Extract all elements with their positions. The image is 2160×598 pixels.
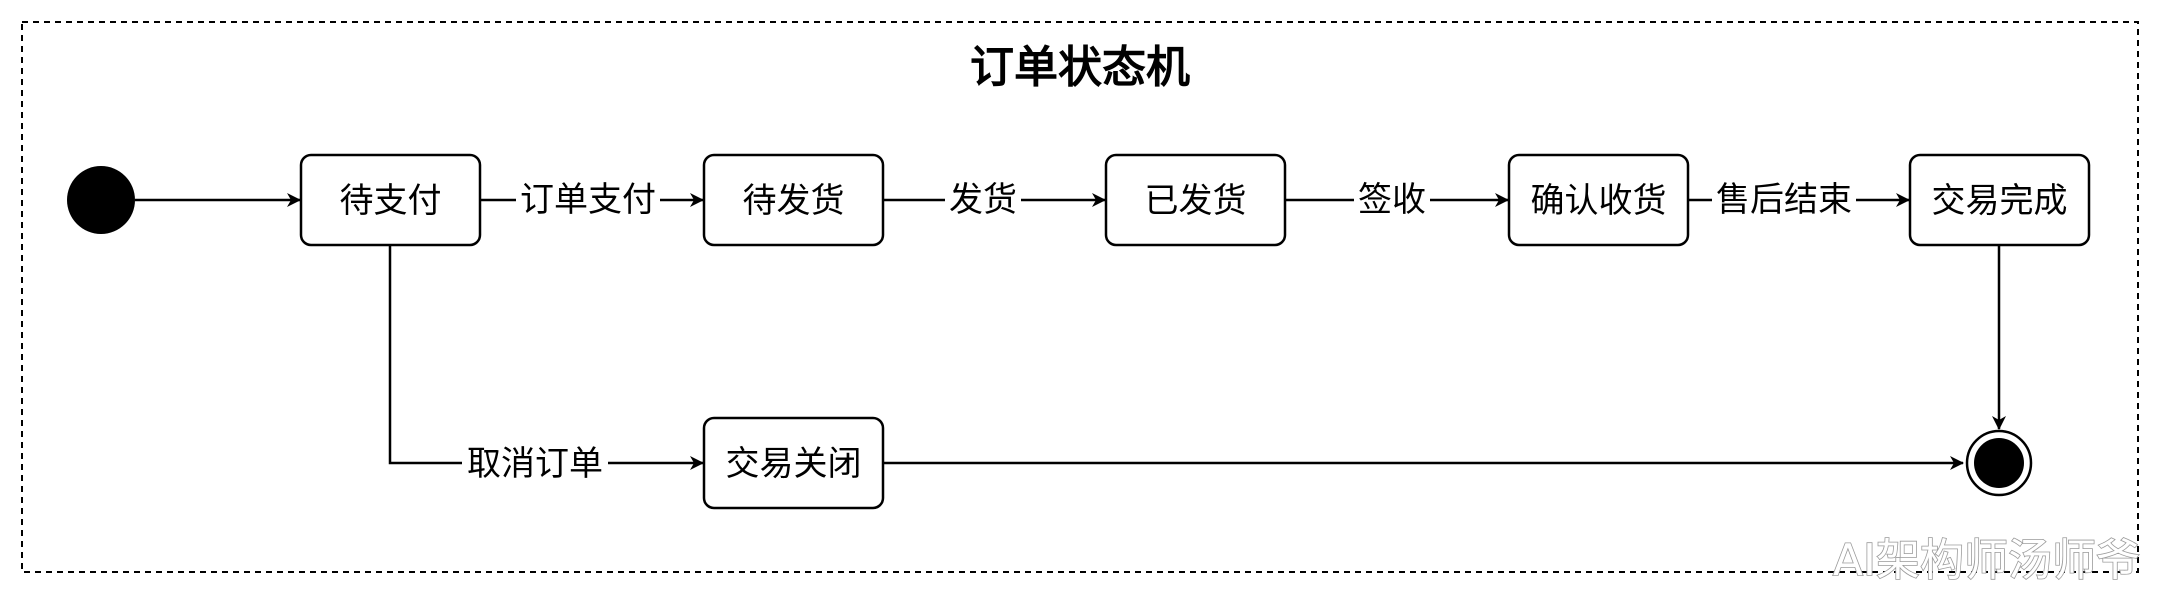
edge-label-bg <box>1354 176 1430 222</box>
state-label: 交易完成 <box>1932 181 2068 221</box>
initial-state-node <box>67 166 135 234</box>
state-box <box>702 416 885 510</box>
edge-label-ship: 发货 <box>949 180 1017 220</box>
state-box <box>1104 153 1287 247</box>
state-pending-payment: 待支付 <box>299 153 482 247</box>
edge-label-pay-order: 订单支付 <box>520 180 656 220</box>
edge-label-bg <box>945 176 1021 222</box>
state-confirm-receipt: 确认收货 <box>1507 153 1690 247</box>
state-trade-completed: 交易完成 <box>1908 153 2091 247</box>
state-box <box>1507 153 1690 247</box>
state-box <box>1908 153 2091 247</box>
state-trade-closed: 交易关闭 <box>702 416 885 510</box>
state-label: 已发货 <box>1145 181 1247 221</box>
watermark-text: AI架构师汤师爷 <box>1833 535 2140 586</box>
edge-cancel-order <box>388 245 704 470</box>
edge-label-sign-receipt: 签收 <box>1358 180 1426 220</box>
edge-label-after-sales-end: 售后结束 <box>1716 180 1852 220</box>
state-label: 交易关闭 <box>726 444 862 484</box>
final-state-dot <box>1974 438 2024 488</box>
state-box <box>702 153 885 247</box>
state-label: 确认收货 <box>1531 181 1667 221</box>
edge-label-bg <box>1712 176 1856 222</box>
state-pending-shipment: 待发货 <box>702 153 885 247</box>
diagram-title: 订单状态机 <box>970 42 1190 93</box>
edge-label-bg <box>462 440 608 486</box>
edge-label-bg <box>516 176 660 222</box>
state-label: 待发货 <box>743 181 845 221</box>
diagram-frame <box>21 21 2139 573</box>
state-box <box>299 153 482 247</box>
state-shipped: 已发货 <box>1104 153 1287 247</box>
final-state-node <box>1965 429 2033 497</box>
edge-label-cancel-order: 取消订单 <box>467 444 603 484</box>
state-label: 待支付 <box>340 181 442 221</box>
